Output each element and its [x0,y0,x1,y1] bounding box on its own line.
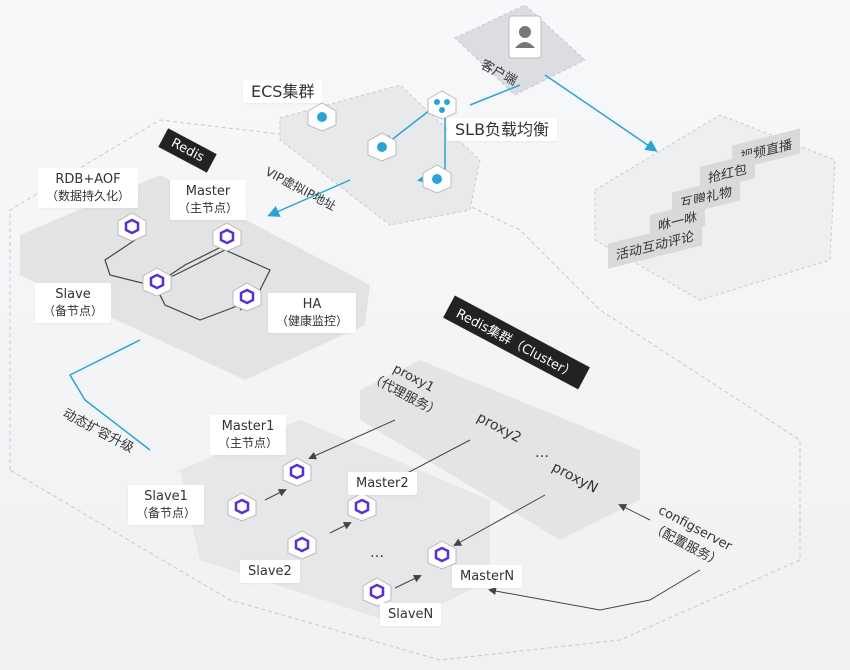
ecs-label: ECS集群 [243,80,323,103]
slave1-sub: （备节点） [136,506,197,520]
ha-sub: （健康监控） [276,314,349,328]
ha-title: HA [302,297,322,312]
rdb-sub: （数据持久化） [46,189,131,203]
master-sub: （主节点） [178,201,239,215]
slaveN-label: SlaveN [380,603,442,626]
client-to-features-line [544,74,658,152]
outer-dashed-region [9,119,801,661]
ha-label: HA （健康监控） [268,293,357,333]
ecs-node-icon [367,132,397,162]
redis-node-icon [427,540,457,570]
masterN-label: MasterN [452,565,523,588]
rdb-title: RDB+AOF [55,172,121,187]
configserver-to-proxy [618,504,651,521]
redis-node-icon [362,577,392,607]
redis-to-cluster-line [68,339,151,451]
master1-title: Master1 [221,419,275,434]
network-icon [427,90,457,120]
slb-label: SLB负载均衡 [447,118,558,141]
slave2-label: Slave2 [240,560,300,583]
repl-arrow-N [394,574,422,589]
proxy-ellipsis: … [535,445,549,461]
redis-node-icon [287,530,317,560]
slave1-label: Slave1 （备节点） [128,485,205,525]
repl-arrow-2 [329,522,352,534]
redis-node-icon [117,212,147,242]
ecs-to-vip-line [267,179,351,217]
proxy1-arrow [308,419,396,460]
master-label: Master （主节点） [170,180,247,220]
master2-label: Master2 [348,472,417,495]
ecs-node-icon [307,102,337,132]
redis-node-icon [212,222,242,252]
slave1-title: Slave1 [144,489,188,504]
proxyN-arrow [453,494,546,546]
client-to-slb-line [469,84,521,106]
slave-label: Slave （备节点） [35,283,112,323]
repl-arrow-1 [264,489,287,501]
node-ellipsis: … [370,545,384,561]
ecs-node-icon [422,164,452,194]
slave-sub: （备节点） [43,304,104,318]
redis-node-icon [282,457,312,487]
redis-node-icon [142,267,172,297]
configserver-arrow [488,569,701,611]
redis-node-icon [227,492,257,522]
master1-label: Master1 （主节点） [210,415,287,455]
slave-title: Slave [55,287,91,302]
user-icon [508,15,542,59]
redis-node-icon [232,282,262,312]
proxy-panel [360,360,640,540]
master1-sub: （主节点） [218,436,279,450]
redis-node-icon [347,492,377,522]
master-title: Master [185,184,231,199]
rdb-label: RDB+AOF （数据持久化） [38,168,139,208]
